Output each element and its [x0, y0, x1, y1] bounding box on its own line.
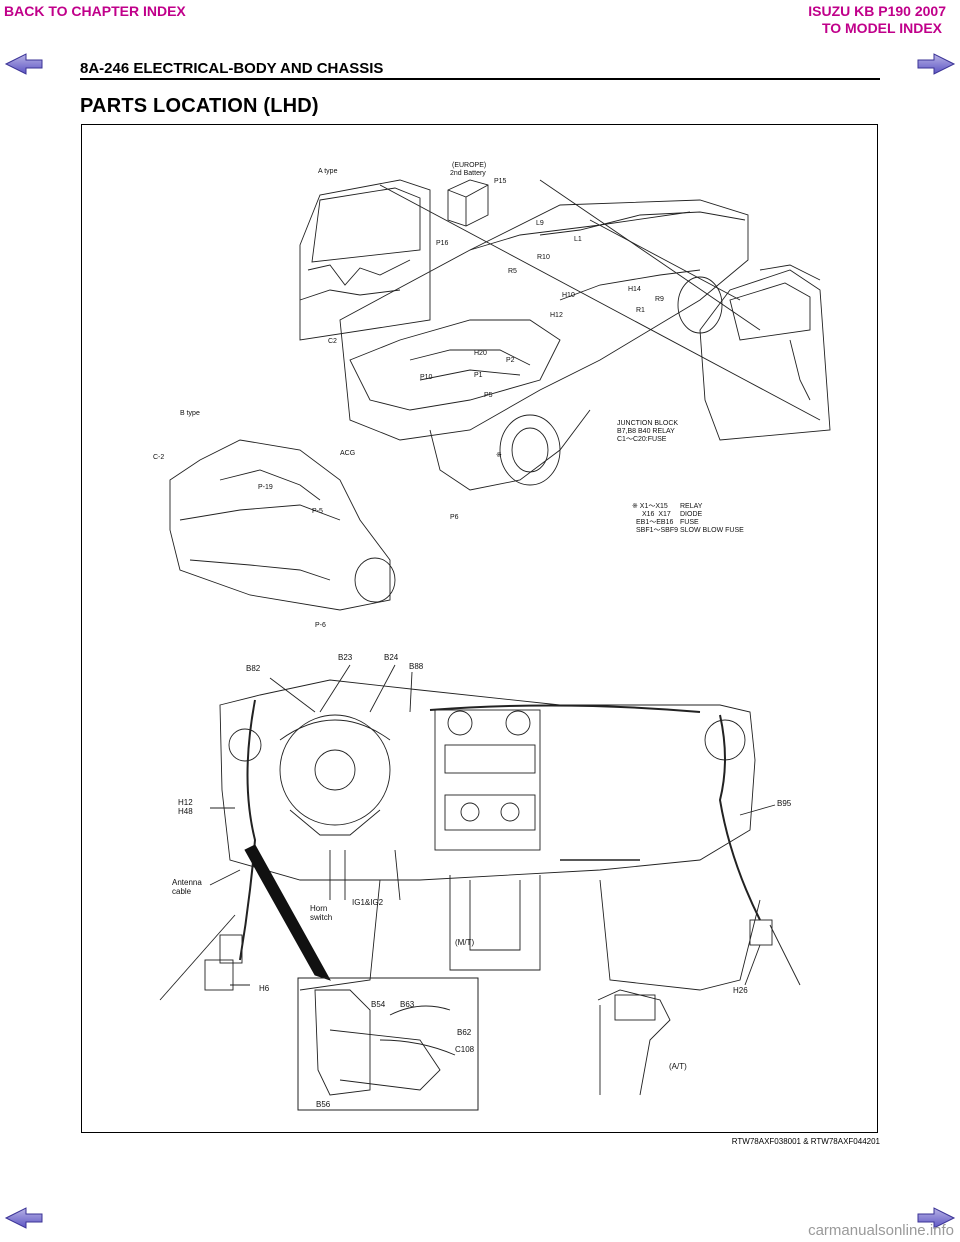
legend-meaning-1: RELAY — [680, 503, 703, 510]
label-b-type: B type — [180, 410, 200, 417]
label-h12-h48: H12 H48 — [178, 798, 193, 816]
legend-meaning-3: FUSE — [680, 519, 699, 526]
label-c2-b: C-2 — [153, 454, 165, 461]
label-ig1-ig2: IG1&IG2 — [352, 898, 384, 907]
label-horn-switch: Horn switch — [310, 904, 333, 922]
label-p6-b: P-6 — [315, 622, 326, 629]
label-at: (A/T) — [669, 1062, 687, 1071]
label-h12: H12 — [550, 312, 563, 319]
watermark: carmanualsonline.info — [808, 1222, 954, 1239]
label-mt: (M/T) — [455, 938, 475, 947]
label-acg: ACG — [340, 450, 356, 457]
label-p5: P5 — [484, 392, 493, 399]
label-fuse-c1: C1～C20:FUSE — [617, 436, 667, 443]
label-p10: P10 — [420, 374, 433, 381]
label-p5-b: P-5 — [312, 508, 323, 515]
label-relay-b7: B7,B8 B40 RELAY — [617, 428, 675, 435]
label-a-type: A type — [318, 168, 338, 175]
document-code: RTW78AXF038001 & RTW78AXF044201 — [731, 1137, 880, 1146]
label-p16: P16 — [436, 240, 449, 247]
page-title: PARTS LOCATION (LHD) — [80, 95, 319, 117]
legend-code-1: ※ X1～X15 — [632, 503, 668, 510]
parts-location-figure — [81, 124, 878, 1133]
next-page-arrow-bottom-icon[interactable] — [916, 1206, 956, 1230]
vehicle-index-link[interactable]: ISUZU KB P190 2007 — [808, 3, 946, 19]
section-title: 8A-246 ELECTRICAL-BODY AND CHASSIS — [80, 60, 384, 77]
legend-code-2: X16 X17 — [642, 511, 671, 518]
label-b82: B82 — [246, 664, 261, 673]
label-p6: P6 — [450, 514, 459, 521]
label-p15: P15 — [494, 178, 507, 185]
label-b24: B24 — [384, 653, 399, 662]
header-rule — [80, 78, 880, 80]
label-h14: H14 — [628, 286, 641, 293]
label-h26: H26 — [733, 986, 748, 995]
label-b56: B56 — [316, 1100, 331, 1109]
legend-meaning-2: DIODE — [680, 511, 703, 518]
label-l1: L1 — [574, 236, 582, 243]
legend-code-3: EB1～EB16 — [636, 519, 674, 526]
label-b62: B62 — [457, 1028, 472, 1037]
label-b23: B23 — [338, 653, 353, 662]
prev-page-arrow-icon[interactable] — [4, 52, 44, 76]
label-b88: B88 — [409, 662, 424, 671]
label-asterisk: ※ — [496, 452, 502, 459]
label-c108: C108 — [455, 1045, 475, 1054]
label-r5: R5 — [508, 268, 517, 275]
label-junction-block: JUNCTION BLOCK — [617, 420, 679, 427]
label-h10: H10 — [562, 292, 575, 299]
label-c2: C2 — [328, 338, 337, 345]
label-r9: R9 — [655, 296, 664, 303]
label-b63: B63 — [400, 1000, 415, 1009]
label-r1: R1 — [636, 307, 645, 314]
legend-meaning-4: SLOW BLOW FUSE — [680, 527, 744, 534]
label-r10: R10 — [537, 254, 550, 261]
label-p19: P-19 — [258, 484, 273, 491]
back-to-chapter-index-link[interactable]: BACK TO CHAPTER INDEX — [4, 3, 186, 19]
prev-page-arrow-bottom-icon[interactable] — [4, 1206, 44, 1230]
label-b95: B95 — [777, 799, 792, 808]
label-p1: P1 — [474, 372, 483, 379]
label-b54: B54 — [371, 1000, 386, 1009]
label-europe: (EUROPE) — [452, 162, 487, 169]
label-antenna-cable: Antenna cable — [172, 878, 202, 896]
label-2nd-battery: 2nd Battery — [450, 170, 486, 177]
label-l9: L9 — [536, 220, 544, 227]
label-h20: H20 — [474, 350, 487, 357]
to-model-index-link[interactable]: TO MODEL INDEX — [821, 20, 942, 36]
label-p2: P2 — [506, 357, 515, 364]
next-page-arrow-icon[interactable] — [916, 52, 956, 76]
legend-code-4: SBF1～SBF9 — [636, 527, 679, 534]
label-h6: H6 — [259, 984, 270, 993]
